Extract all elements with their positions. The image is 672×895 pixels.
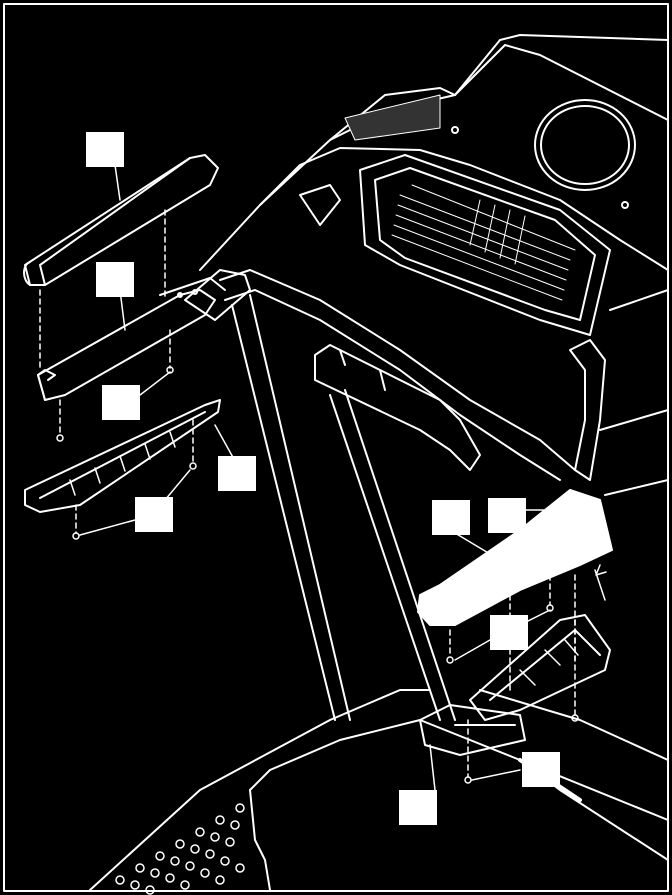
right-end-cap <box>419 704 526 756</box>
upright-posts <box>231 294 456 721</box>
right-grip <box>417 489 613 626</box>
upper-tube-callout <box>86 132 124 167</box>
deck <box>89 689 669 895</box>
handrail-tube-callout <box>96 262 134 297</box>
upper-handrail-tube <box>23 154 219 286</box>
fan-ring <box>534 99 636 191</box>
console-display <box>359 154 611 336</box>
right-grip-callout-b <box>488 498 526 533</box>
deck-holes <box>115 803 245 895</box>
upper-screw-callout <box>102 385 140 420</box>
frame-border <box>3 3 669 892</box>
right-grip-callout-a <box>432 500 470 535</box>
right-screw-callout <box>490 615 528 650</box>
lower-screw-callout <box>135 497 173 532</box>
lower-cover-callout <box>218 456 256 491</box>
right-handle <box>569 289 669 496</box>
left-handrail <box>184 184 576 481</box>
right-cover-callout <box>522 752 560 787</box>
screws <box>56 366 579 784</box>
console-housing <box>199 34 669 271</box>
console-tray <box>314 344 481 471</box>
handrail-bar <box>37 277 226 401</box>
lower-handrail-cover <box>24 399 221 513</box>
right-cap-callout <box>399 790 437 825</box>
leader-lines <box>79 164 551 791</box>
